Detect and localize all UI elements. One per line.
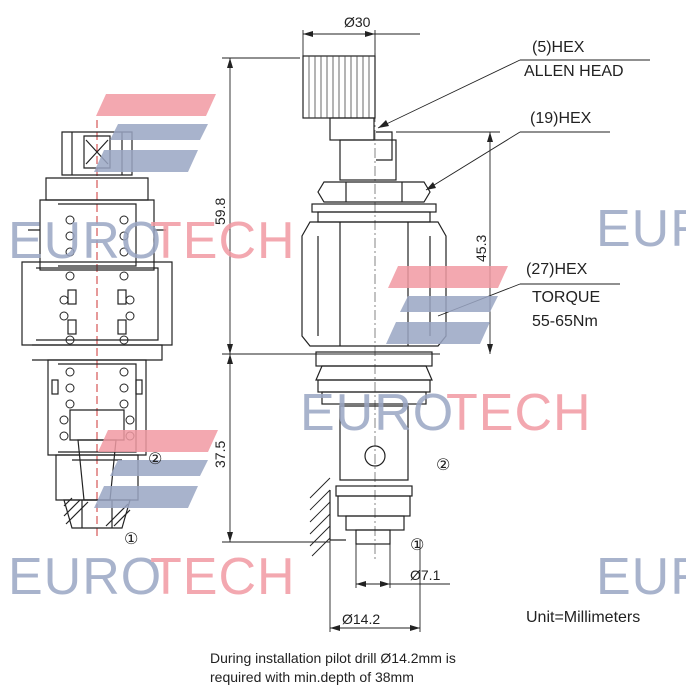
watermark-text-4a: EURO	[8, 548, 162, 606]
dim-height-lower: 37.5	[212, 441, 228, 468]
dim-diameter-bore: Ø14.2	[342, 611, 380, 627]
label-torque: TORQUE	[532, 289, 600, 306]
units-label: Unit=Millimeters	[526, 609, 640, 626]
watermark-text-3a: EURO	[300, 384, 454, 442]
label-hex19: (19)HEX	[530, 110, 592, 127]
dim-diameter-tip: Ø7.1	[410, 567, 441, 583]
watermark-text-1a: EURO	[8, 212, 162, 270]
label-hex5: (5)HEX	[532, 39, 585, 56]
port-2-left: ②	[148, 451, 162, 468]
dim-height-total: 59.8	[212, 198, 228, 225]
watermark-logo-mid-right	[386, 266, 508, 344]
watermark-text-1b: TECH	[150, 212, 296, 270]
label-hex27: (27)HEX	[526, 261, 588, 278]
watermark-text-5: EURO	[596, 548, 686, 606]
watermark-text-2: EURO	[596, 200, 686, 258]
label-torque-value: 55-65Nm	[532, 313, 598, 330]
port-1-left: ①	[124, 531, 138, 548]
dim-diameter-top: Ø30	[344, 14, 371, 30]
port-1-right: ①	[410, 537, 424, 554]
install-note-line2: required with min.depth of 38mm	[210, 669, 414, 685]
watermark: EURO TECH EURO EURO TECH EURO TECH EURO	[8, 94, 686, 606]
dim-height-body: 45.3	[473, 235, 489, 262]
dimension-arrows	[227, 31, 493, 631]
cross-section-view	[21, 120, 173, 540]
watermark-text-3b: TECH	[446, 384, 592, 442]
hex27-body	[301, 221, 447, 347]
label-allen-head: ALLEN HEAD	[524, 63, 624, 80]
watermark-text-4b: TECH	[150, 548, 296, 606]
hex19-nut	[317, 181, 431, 203]
watermark-logo-top-left	[94, 94, 216, 172]
outline-view	[301, 40, 447, 560]
port-2-right: ②	[436, 457, 450, 474]
watermark-logo-bottom-left	[94, 430, 218, 508]
install-note-line1: During installation pilot drill Ø14.2mm …	[210, 650, 456, 666]
